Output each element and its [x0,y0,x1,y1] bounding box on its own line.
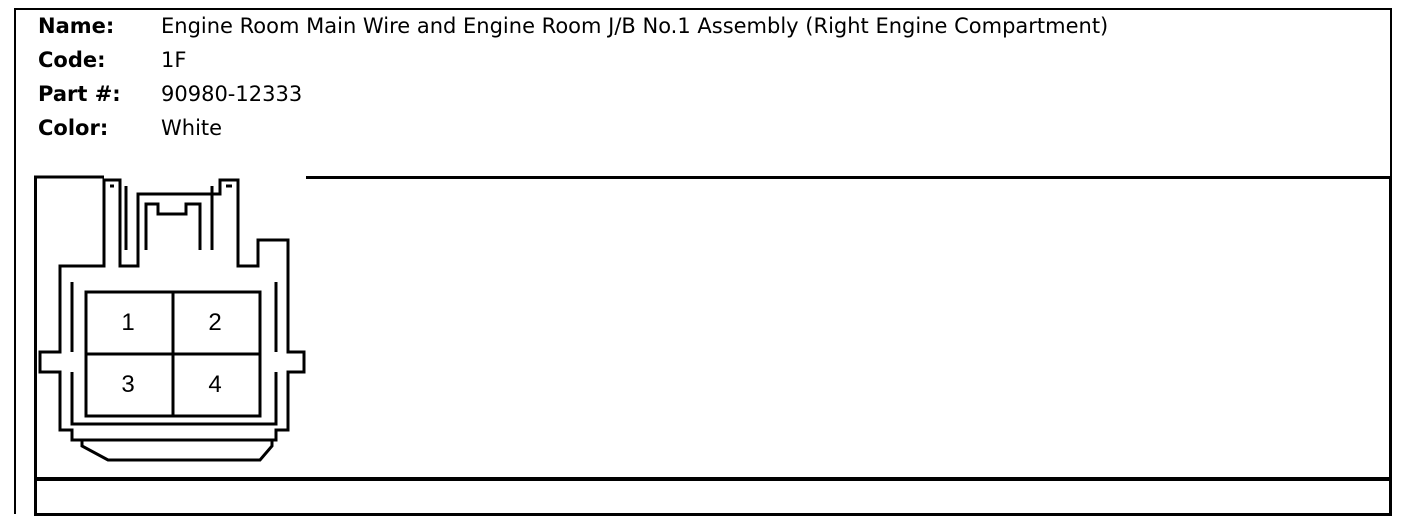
pin-3-label: 3 [121,371,134,398]
footer-bar [34,478,1392,516]
code-value: 1F [161,48,187,72]
color-value: White [161,116,223,140]
name-value: Engine Room Main Wire and Engine Room J/… [161,14,1109,38]
pin-1-label: 1 [121,309,134,336]
part-label: Part #: [38,82,121,106]
pin-4-label: 4 [208,371,221,398]
connector-bottom-skirt [80,440,274,462]
diagram-panel-top-edge [306,176,1392,179]
code-label: Code: [38,48,106,72]
connector-inner-outline [70,282,278,426]
name-label: Name: [38,14,115,38]
connector-housing-outline [38,178,306,442]
latch-outline [124,186,214,250]
pin-2-label: 2 [208,309,221,336]
part-value: 90980-12333 [161,82,303,106]
color-label: Color: [38,116,109,140]
